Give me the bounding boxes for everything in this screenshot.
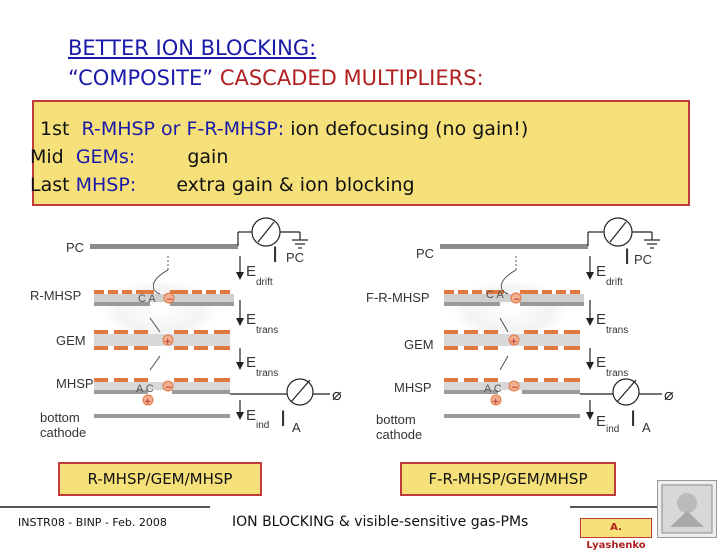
detector-diagrams: PC I PC E drift R-MHSP C A −	[30, 217, 674, 442]
left-diagram: PC I PC E drift R-MHSP C A −	[30, 217, 342, 440]
left-ia-sub: A	[292, 420, 301, 435]
left-caption: R-MHSP/GEM/MHSP	[58, 462, 262, 496]
left-eind-sub: ind	[256, 420, 269, 431]
footer-topic: ION BLOCKING & visible-sensitive gas-PMs	[232, 514, 529, 530]
svg-text:+: +	[144, 397, 152, 407]
right-caption: F-R-MHSP/GEM/MHSP	[400, 462, 616, 496]
left-etrans2-e: E	[246, 354, 256, 371]
left-eind-e: E	[246, 407, 256, 424]
right-etrans1-sub: trans	[606, 325, 628, 336]
right-eind-sub: ind	[606, 424, 619, 435]
info-row-1-device: R-MHSP or F-R-MHSP:	[81, 118, 285, 140]
info-row-1-desc: ion defocusing (no gain!)	[290, 118, 529, 140]
right-etrans1-e: E	[596, 311, 606, 328]
right-cathode-label: cathode	[376, 427, 422, 442]
right-edrift-e: E	[596, 263, 606, 280]
left-etrans1-e: E	[246, 311, 256, 328]
left-ia-i: I	[280, 406, 286, 431]
right-bottom-label: bottom	[376, 412, 416, 427]
institution-logo-icon	[657, 480, 717, 538]
left-bottom-label: bottom	[40, 410, 80, 425]
svg-text:+: +	[510, 337, 518, 347]
right-diagram: PC I PC E drift F-R-MHSP C A − E	[366, 217, 674, 442]
left-pc-plate	[90, 244, 238, 249]
info-row-2-label: Mid	[30, 146, 64, 168]
info-row-2: Mid GEMs: gain	[30, 146, 228, 168]
right-pc-label: PC	[416, 246, 434, 261]
title-quoted-word: “COMPOSITE”	[68, 66, 214, 90]
left-first-layer-label: R-MHSP	[30, 288, 81, 303]
right-ipc-i: I	[624, 244, 630, 269]
right-etrans2-sub: trans	[606, 368, 628, 379]
right-ia-i: I	[630, 406, 636, 431]
right-etrans2-e: E	[596, 354, 606, 371]
left-ipc-i: I	[272, 242, 278, 267]
info-row-3: Last MHSP: extra gain & ion blocking	[30, 174, 415, 196]
info-row-1: 1st R-MHSP or F-R-MHSP: ion defocusing (…	[40, 118, 528, 140]
right-edrift-sub: drift	[606, 277, 623, 288]
info-row-3-device: MHSP:	[75, 174, 137, 196]
left-null-icon: ⌀	[332, 385, 342, 404]
right-null-icon: ⌀	[664, 385, 674, 404]
left-pc-label: PC	[66, 240, 84, 255]
right-eind-e: E	[596, 413, 606, 430]
svg-text:−: −	[511, 383, 519, 393]
right-ipc-sub: PC	[634, 252, 652, 267]
left-ca-label: C A	[138, 293, 156, 305]
info-box: 1st R-MHSP or F-R-MHSP: ion defocusing (…	[30, 100, 690, 206]
info-row-3-label: Last	[30, 174, 70, 196]
left-etrans1-sub: trans	[256, 325, 278, 336]
left-bottom-cathode-plate	[94, 414, 230, 418]
info-row-2-device: GEMs:	[75, 146, 136, 168]
right-pc-plate	[440, 244, 588, 249]
svg-text:+: +	[164, 337, 172, 347]
footer-divider-left	[0, 506, 210, 508]
footer-author: A. Lyashenko	[580, 518, 652, 551]
svg-text:−: −	[165, 383, 173, 393]
svg-text:+: +	[492, 397, 500, 407]
left-edrift-e: E	[246, 263, 256, 280]
left-edrift-sub: drift	[256, 277, 273, 288]
left-ipc-sub: PC	[286, 250, 304, 265]
footer-divider-right	[570, 506, 660, 508]
info-row-1-label: 1st	[40, 118, 70, 140]
right-bottom-cathode-plate	[444, 414, 580, 418]
svg-text:−: −	[166, 295, 174, 305]
left-ac-label: A C	[136, 383, 154, 395]
left-mhsp-label: MHSP	[56, 376, 94, 391]
left-cathode-label: cathode	[40, 425, 86, 440]
left-gem-label: GEM	[56, 333, 86, 348]
right-first-layer-label: F-R-MHSP	[366, 290, 430, 305]
info-row-2-desc: gain	[187, 146, 229, 168]
info-row-3-desc: extra gain & ion blocking	[176, 174, 415, 196]
right-ia-sub: A	[642, 420, 651, 435]
right-ac-label: A C	[484, 383, 502, 395]
slide-title-line2: “COMPOSITE” CASCADED MULTIPLIERS:	[68, 66, 484, 90]
right-ca-label: C A	[486, 289, 504, 301]
left-etrans2-sub: trans	[256, 368, 278, 379]
right-gem-label: GEM	[404, 337, 434, 352]
svg-text:−: −	[513, 295, 521, 305]
slide-title-line1: BETTER ION BLOCKING:	[68, 36, 317, 60]
title-rest: CASCADED MULTIPLIERS:	[219, 66, 484, 90]
footer-conference: INSTR08 - BINP - Feb. 2008	[18, 516, 167, 529]
right-mhsp-label: MHSP	[394, 380, 432, 395]
